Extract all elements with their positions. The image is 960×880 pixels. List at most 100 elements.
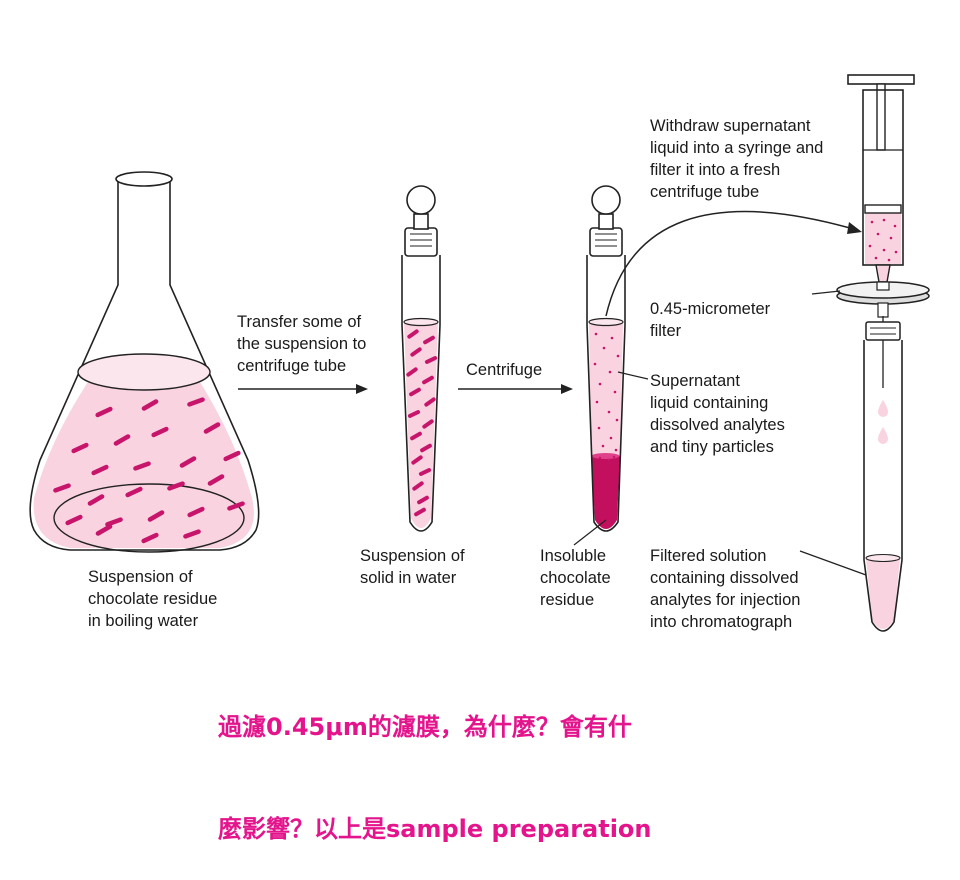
particle (147, 510, 165, 522)
particle (608, 370, 612, 374)
caption-line-2: 麼影響？以上是sample preparation (218, 815, 652, 843)
tube2-residue (591, 456, 620, 529)
particle (167, 481, 185, 491)
particle (414, 507, 426, 517)
particle (616, 354, 620, 358)
particle (597, 426, 601, 430)
particle (874, 256, 878, 260)
particle (223, 450, 241, 462)
particle (151, 426, 169, 438)
tube1-stopper (404, 227, 438, 257)
particle (609, 436, 613, 440)
particle (894, 250, 898, 254)
particle (406, 367, 418, 377)
particle (203, 422, 221, 434)
syringe-plunger-top (847, 74, 915, 85)
tube1-glass (401, 255, 441, 532)
particle (409, 387, 421, 397)
membrane-filter (836, 281, 930, 318)
particle (887, 258, 891, 262)
particle (614, 448, 618, 452)
particle (882, 248, 886, 252)
particle (410, 431, 422, 441)
particle (207, 474, 225, 486)
particle (412, 481, 424, 491)
tube2-stopper-bulb (591, 185, 621, 215)
tube2-stopper (589, 227, 623, 257)
particle (407, 410, 421, 418)
drop-icon (878, 427, 888, 444)
particle (411, 455, 423, 465)
flask-base-ellipse (53, 483, 245, 553)
tube1-stopper-bulb (406, 185, 436, 215)
leader-lines (573, 290, 867, 576)
arrow-centrifuge (458, 384, 573, 394)
particle (424, 356, 438, 364)
particle (613, 390, 617, 394)
label-centrifuge-step: Centrifuge (466, 361, 543, 379)
drop-icon (878, 400, 888, 417)
particle (417, 495, 429, 505)
particle (141, 399, 159, 411)
particle (125, 486, 143, 498)
caption-line-1: 過濾0.45μm的濾膜，為什麼？會有什 (218, 713, 632, 741)
fresh-tube-glass (863, 340, 903, 632)
particle (418, 468, 432, 476)
syringe-tip (875, 264, 891, 283)
particle (422, 375, 434, 385)
particle (889, 236, 893, 240)
particle (598, 382, 602, 386)
particle (893, 224, 897, 228)
particle (607, 458, 611, 462)
centrifuge-tube-centrifuged (586, 185, 626, 532)
particle (601, 444, 605, 448)
particle (876, 232, 880, 236)
particle (868, 244, 872, 248)
syringe-plunger-head (864, 204, 902, 214)
particle (87, 494, 105, 506)
erlenmeyer-flask (29, 171, 260, 553)
particle (594, 332, 598, 336)
particle (610, 336, 614, 340)
particle (179, 456, 197, 468)
particle (595, 400, 599, 404)
particle (141, 532, 159, 544)
particle (71, 442, 89, 454)
particle (187, 506, 205, 518)
particle (423, 335, 435, 345)
tube2-liquid (589, 322, 623, 456)
particle (598, 456, 602, 460)
centrifuge-tube-suspension (401, 185, 441, 532)
flask-particles (53, 397, 245, 544)
label-filtered-solution: Filtered solution containing dissolved a… (650, 547, 801, 631)
flask-glass (29, 180, 260, 551)
particle (607, 410, 611, 414)
particle (422, 419, 434, 429)
arrow-transfer (238, 384, 368, 394)
particle (133, 461, 151, 471)
label-tube1-suspension: Suspension of solid in water (360, 547, 465, 587)
syringe-plunger-rod (876, 83, 886, 151)
particle (612, 455, 616, 459)
particle (420, 443, 432, 453)
flask-liquid (33, 366, 254, 548)
particle (187, 397, 205, 407)
particle (91, 464, 109, 476)
fresh-centrifuge-tube (863, 321, 903, 632)
particle (870, 220, 874, 224)
particle (602, 346, 606, 350)
label-transfer-step: Transfer some of the suspension to centr… (237, 313, 367, 375)
flask-liquid-surface (77, 353, 211, 391)
particle (882, 218, 886, 222)
label-filter: 0.45-micrometer filter (650, 300, 771, 340)
particle (65, 514, 83, 526)
particle (95, 524, 113, 536)
particle (227, 501, 245, 511)
label-withdraw-step: Withdraw supernatant liquid into a syrin… (650, 117, 824, 201)
particle (410, 347, 422, 357)
particle (53, 483, 71, 493)
caption-question: 過濾0.45μm的濾膜，為什麼？會有什 麼影響？以上是sample prepar… (218, 642, 652, 880)
tube2-particles (593, 332, 620, 462)
particle (183, 529, 201, 539)
particle (113, 434, 131, 446)
